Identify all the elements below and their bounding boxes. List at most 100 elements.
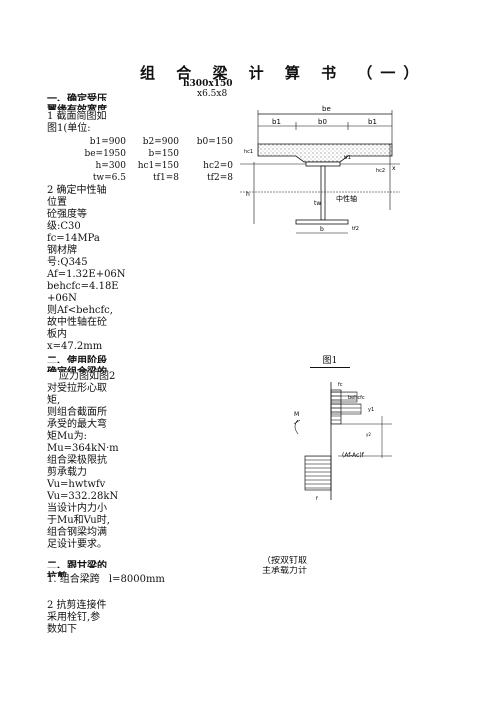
section-2-line: 剪承载力: [47, 467, 87, 478]
step-1-line: 1 截面简图如: [47, 111, 107, 122]
step-2-line: 故中性轴在砼: [47, 317, 107, 328]
right-note-2: 主承载力计: [262, 566, 308, 574]
steel-top-flange: [305, 161, 341, 167]
span-label: 1. 组合梁跨: [47, 574, 100, 585]
step-2-line: x=47.2mm: [47, 341, 103, 352]
section-2-text: 应力图如图2 对受拉形心取 矩, 则组合截面所 承受的最大弯 矩Mu为: Mu=…: [47, 371, 119, 551]
moment-arrow-icon: [294, 419, 299, 435]
step-2-line: 板内: [47, 329, 67, 340]
section-3-line: 采用栓钉,参: [47, 612, 101, 623]
param-row: h=300 hc1=150 hc2=0: [47, 161, 233, 173]
section-1-heading-2: 翼缘有效宽度: [47, 101, 113, 110]
step-1-line: 图1(单位:: [47, 123, 91, 134]
param-cell: b=150: [148, 149, 179, 159]
moment-arrow-icon: [293, 419, 301, 425]
section-size-label: h300x150: [183, 79, 233, 89]
top-force-block: [330, 391, 358, 403]
section-3-line: 2 抗剪连接件: [47, 600, 107, 611]
right-note-1: （按双钉取: [262, 556, 308, 564]
label-h: h: [246, 191, 250, 198]
label-tw: tw: [314, 200, 321, 207]
param-cell: be=1950: [84, 149, 126, 159]
param-cell: tw=6.5: [92, 173, 126, 183]
section-2-heading: 二、使用阶段: [47, 356, 107, 363]
label-y2: y2: [366, 432, 371, 437]
section-size-label-2: x6.5x8: [197, 89, 228, 96]
step-2-line: 钢材牌: [47, 245, 77, 256]
section-1-heading: 一、确定受压: [47, 94, 107, 101]
section-2-line: Vu=hwtwfv: [47, 479, 106, 490]
section-3-heading: 二、跟甘梁的: [47, 561, 107, 568]
section-2-line: 矩,: [47, 395, 61, 406]
label-b0: b0: [318, 118, 327, 126]
step-2-line: 号:Q345: [47, 257, 88, 268]
section-2-line: Vu=332.28kN: [47, 491, 119, 502]
label-y1: y1: [368, 407, 374, 413]
step-2-line: Af=1.32E+06N: [47, 269, 126, 280]
param-cell: [179, 149, 233, 161]
label-hc1: hc1: [244, 149, 253, 155]
label-neutral-axis: 中性轴: [336, 194, 357, 203]
section-2-line: 承受的最大弯: [47, 419, 107, 430]
section-2-line: 矩Mu为:: [47, 431, 88, 442]
param-cell: b1=900: [89, 137, 126, 147]
step-1-text: 1 截面简图如 图1(单位:: [47, 111, 107, 135]
step-2-line: 2 确定中性轴: [47, 185, 107, 196]
steel-bottom-flange: [295, 219, 349, 225]
section-3-step-2: 2 抗剪连接件 采用栓钉,参 数如下: [47, 600, 107, 636]
param-cell: tf1=8: [153, 173, 179, 183]
section-2-line: 对受拉形心取: [47, 383, 107, 394]
figure-2-stress-diagram: fc behcfc y1 y2 (Af-Ac)f f M: [293, 382, 392, 502]
steel-tension-block: [304, 455, 332, 491]
param-cell: tf2=8: [207, 173, 233, 183]
step-2-text: 2 确定中性轴 位置 砼强度等 级:C30 fc=14MPa 钢材牌 号:Q34…: [47, 185, 126, 353]
param-row: tw=6.5 tf1=8 tf2=8: [47, 173, 233, 185]
label-top-force: behcfc: [348, 395, 365, 401]
step-2-line: 砼强度等: [47, 209, 87, 220]
label-b2: b1: [368, 118, 377, 126]
label-fc: fc: [338, 382, 343, 388]
section-3-heading-2: 抗剪: [47, 568, 113, 577]
param-row: be=1950 b=150: [47, 149, 233, 161]
section-2-line: 则组合截面所: [47, 407, 107, 418]
param-cell: hc1=150: [137, 161, 179, 171]
steel-web: [320, 165, 326, 221]
step-2-line: behcfc=4.18E: [47, 281, 119, 292]
section-3-line: 数如下: [47, 624, 77, 635]
label-x: x: [392, 165, 396, 172]
step-2-line: +06N: [47, 293, 77, 304]
step-2-line: fc=14MPa: [47, 233, 100, 244]
label-af-force: (Af-Ac)f: [342, 452, 365, 459]
section-2-line: 应力图如图2: [59, 371, 116, 382]
label-tf2: tf2: [352, 226, 359, 232]
step-2-line: 位置: [47, 197, 67, 208]
span-value: l=8000mm: [108, 574, 165, 585]
label-f: f: [316, 496, 318, 502]
steel-compression-block: [330, 403, 362, 415]
section-2-line: 组合钢梁均满: [47, 527, 107, 538]
label-b: b: [320, 226, 324, 233]
param-cell: hc2=0: [203, 161, 233, 171]
span-line: 1. 组合梁跨 l=8000mm: [47, 574, 165, 586]
section-2-heading-2: 确定组合梁的: [47, 363, 113, 372]
label-be: be: [322, 105, 331, 113]
param-cell: b2=900: [142, 137, 179, 147]
figure-1-cross-section: be b1 b0 b1 hc1 hc2 h x 中性轴 tw b tf2 tf1: [240, 105, 400, 234]
section-2-line: 足设计要求。: [47, 539, 107, 550]
section-2-line: 当设计内力小: [47, 503, 107, 514]
label-b1: b1: [272, 118, 281, 126]
param-cell: h=300: [95, 161, 126, 171]
section-2-line: 于Mu和Vu时,: [47, 515, 110, 526]
section-2-line: Mu=364kN·m: [47, 443, 119, 454]
step-2-line: 级:C30: [47, 221, 81, 232]
section-2-line: 组合梁极限抗: [47, 455, 107, 466]
label-tf1: tf1: [344, 155, 351, 161]
step-2-line: 则Af<behcfc,: [47, 305, 113, 316]
param-row: b1=900 b2=900 b0=150: [47, 137, 233, 149]
concrete-slab: [257, 143, 393, 163]
label-hc2: hc2: [376, 168, 385, 174]
page-title: 组 合 梁 计 算 书 （一）: [140, 64, 427, 82]
figure-1-caption: 图1: [310, 356, 350, 368]
param-cell: b0=150: [196, 137, 233, 147]
param-table: b1=900 b2=900 b0=150 be=1950 b=150 h=300…: [47, 137, 233, 185]
